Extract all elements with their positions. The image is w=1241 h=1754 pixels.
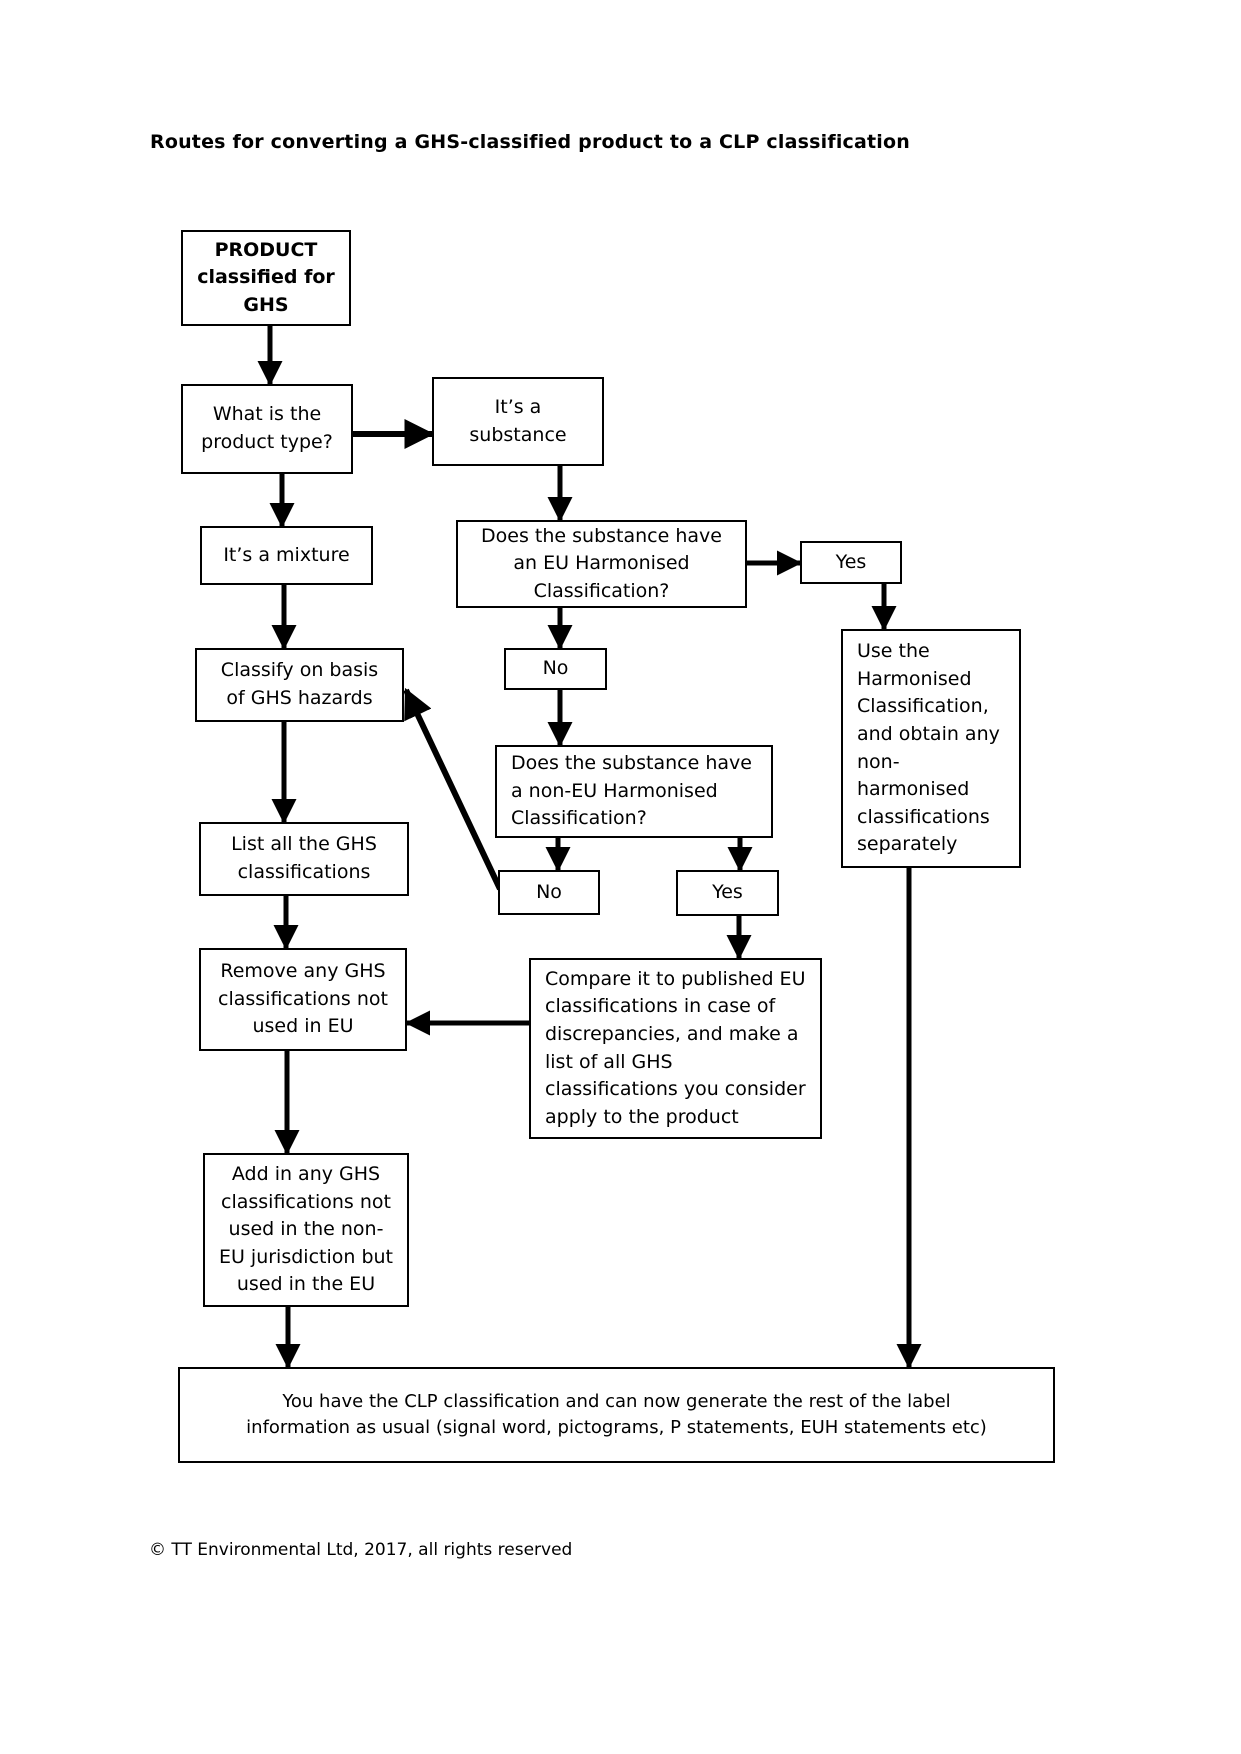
node-yes-eu: Yes — [800, 541, 902, 584]
node-product-type-question: What is the product type? — [181, 384, 353, 474]
node-add-ghs-classifications: Add in any GHS classifications not used … — [203, 1153, 409, 1307]
copyright-note: © TT Environmental Ltd, 2017, all rights… — [149, 1540, 573, 1560]
node-list-ghs-classifications: List all the GHS classifications — [199, 822, 409, 896]
arrow-no-to-classify-diagonal — [403, 687, 503, 891]
page-title: Routes for converting a GHS-classified p… — [150, 131, 910, 153]
node-non-eu-harmonised-question: Does the substance have a non-EU Harmoni… — [495, 745, 773, 838]
node-its-a-substance: It’s a substance — [432, 377, 604, 466]
node-remove-ghs-classifications: Remove any GHS classifications not used … — [199, 948, 407, 1051]
node-clp-result: You have the CLP classification and can … — [178, 1367, 1055, 1463]
node-use-harmonised-classification: Use the Harmonised Classification, and o… — [841, 629, 1021, 868]
node-eu-harmonised-question: Does the substance have an EU Harmonised… — [456, 520, 747, 608]
node-product-classified-ghs: PRODUCT classified for GHS — [181, 230, 351, 326]
node-its-a-mixture: It’s a mixture — [200, 526, 373, 585]
node-no-non-eu: No — [498, 870, 600, 915]
node-no-eu: No — [504, 648, 607, 690]
node-compare-eu-classifications: Compare it to published EU classificatio… — [529, 958, 822, 1139]
node-yes-non-eu: Yes — [676, 870, 779, 916]
node-classify-ghs-hazards: Classify on basis of GHS hazards — [195, 648, 404, 722]
